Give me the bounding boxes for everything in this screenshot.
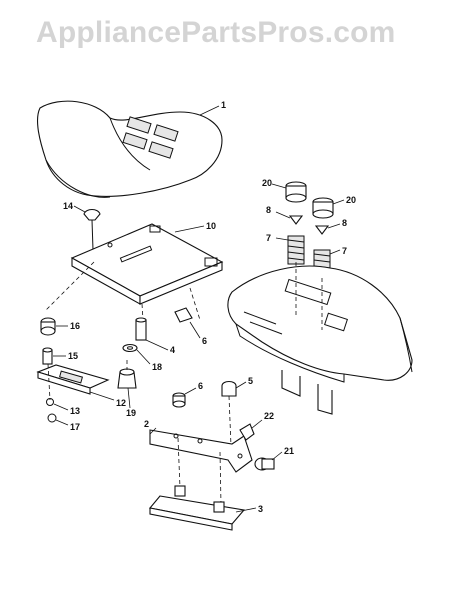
- callout-labels: 1 14 10 20 20 8 8 7 7 16 15 4 6 18 12 13…: [63, 100, 356, 514]
- callout-5: 5: [248, 376, 253, 386]
- callout-17: 17: [70, 422, 80, 432]
- watermark-text: AppliancePartsPros.com: [36, 16, 396, 49]
- callout-3: 3: [258, 504, 263, 514]
- callout-10: 10: [206, 221, 216, 231]
- callout-19: 19: [126, 408, 136, 418]
- callout-16: 16: [70, 321, 80, 331]
- callout-22: 22: [264, 411, 274, 421]
- callout-6-upper: 6: [202, 336, 207, 346]
- spring-assembly: [271, 181, 345, 279]
- callout-7-left: 7: [266, 233, 271, 243]
- fender-frame-part: [227, 262, 413, 415]
- callout-13: 13: [70, 406, 80, 416]
- callout-6-lower: 6: [198, 381, 203, 391]
- callout-1: 1: [221, 100, 226, 110]
- callout-8-left: 8: [266, 205, 271, 215]
- callout-21: 21: [284, 446, 294, 456]
- callout-2: 2: [144, 419, 149, 429]
- callout-7-right: 7: [342, 246, 347, 256]
- seat-part: [37, 100, 223, 198]
- left-slide-assembly: [36, 261, 115, 426]
- callout-12: 12: [116, 398, 126, 408]
- callout-8-right: 8: [342, 218, 347, 228]
- callout-14: 14: [63, 201, 73, 211]
- callout-18: 18: [152, 362, 162, 372]
- adjust-bolt-part: [73, 205, 101, 263]
- callout-4: 4: [170, 345, 175, 355]
- center-hardware-group: [117, 307, 201, 409]
- callout-20-left: 20: [262, 178, 272, 188]
- seat-pan-plate-part: [70, 223, 224, 321]
- callout-15: 15: [68, 351, 78, 361]
- lower-bracket-assembly: [148, 380, 283, 531]
- callout-20-right: 20: [346, 195, 356, 205]
